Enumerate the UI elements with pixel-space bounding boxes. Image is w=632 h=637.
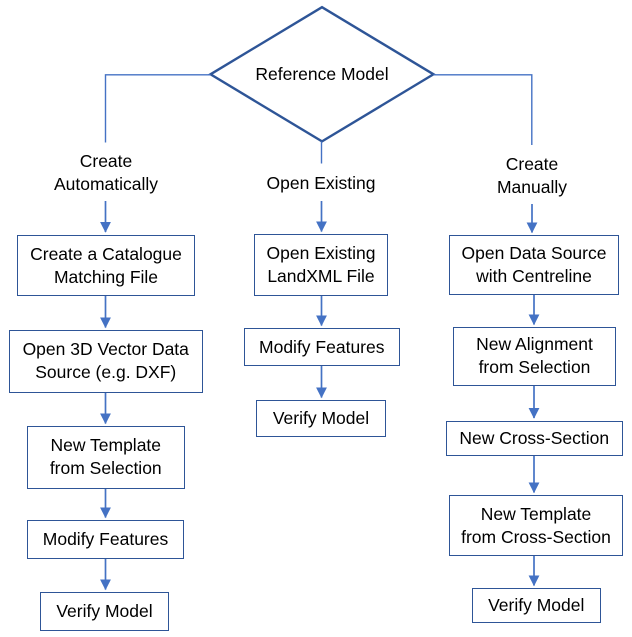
- branch-label-create-manually: Create Manually: [452, 153, 612, 199]
- branch-label-create-automatically: Create Automatically: [26, 150, 186, 196]
- step-open-existing-landxml-file: Open Existing LandXML File: [254, 234, 388, 296]
- text-line: Verify Model: [488, 595, 585, 615]
- step-open-3d-vector-data-source: Open 3D Vector Data Source (e.g. DXF): [8, 330, 203, 393]
- text-line: Matching File: [53, 266, 159, 287]
- text-line: Create: [79, 151, 133, 171]
- connector-diamond-to-right-branch: [433, 74, 533, 145]
- text-line: Modify Features: [259, 336, 385, 357]
- text-line: from Selection: [49, 458, 162, 479]
- step-modify-features-left: Modify Features: [27, 520, 184, 559]
- text-line: Open Existing: [266, 243, 376, 263]
- text-line: Manually: [496, 177, 568, 197]
- text-line: Open 3D Vector Data: [22, 339, 189, 360]
- text-line: Automatically: [53, 174, 159, 194]
- step-modify-features-middle: Modify Features: [244, 328, 400, 366]
- step-new-alignment-from-selection: New Alignment from Selection: [453, 327, 616, 386]
- text-line: Verify Model: [56, 600, 153, 621]
- text-line: Open Data Source: [461, 242, 607, 263]
- step-new-cross-section: New Cross-Section: [446, 420, 623, 456]
- text-line: LandXML File: [267, 266, 375, 286]
- text-line: Source (e.g. DXF): [35, 362, 177, 383]
- connector-diamond-to-left-branch: [104, 74, 211, 143]
- step-open-data-source-with-centreline: Open Data Source with Centreline: [449, 234, 619, 295]
- text-line: New Template: [50, 435, 162, 456]
- text-line: from Selection: [478, 357, 591, 378]
- text-line: New Cross-Section: [459, 427, 610, 448]
- decision-diamond-shape: [208, 5, 436, 143]
- text-line: Verify Model: [272, 407, 370, 428]
- text-line: Modify Features: [42, 529, 169, 549]
- branch-label-open-existing: Open Existing: [241, 172, 401, 195]
- step-new-template-from-selection: New Template from Selection: [26, 426, 185, 489]
- text-line: New Template: [480, 503, 592, 524]
- step-verify-model-middle: Verify Model: [256, 400, 386, 437]
- text-line: Reference Model: [255, 64, 389, 84]
- text-line: New Alignment: [476, 334, 593, 355]
- text-line: with Centreline: [476, 265, 592, 286]
- step-create-a-catalogue-matching-file: Create a Catalogue Matching File: [17, 235, 195, 296]
- text-line: Create a Catalogue: [30, 243, 182, 264]
- text-line: from Cross-Section: [461, 526, 611, 547]
- decision-label: Reference Model: [222, 63, 422, 86]
- step-verify-model-left: Verify Model: [40, 592, 169, 631]
- step-new-template-from-cross-section: New Template from Cross-Section: [449, 495, 623, 556]
- text-line: Create: [505, 154, 559, 174]
- step-verify-model-right: Verify Model: [472, 588, 601, 623]
- text-line: Open Existing: [266, 172, 376, 193]
